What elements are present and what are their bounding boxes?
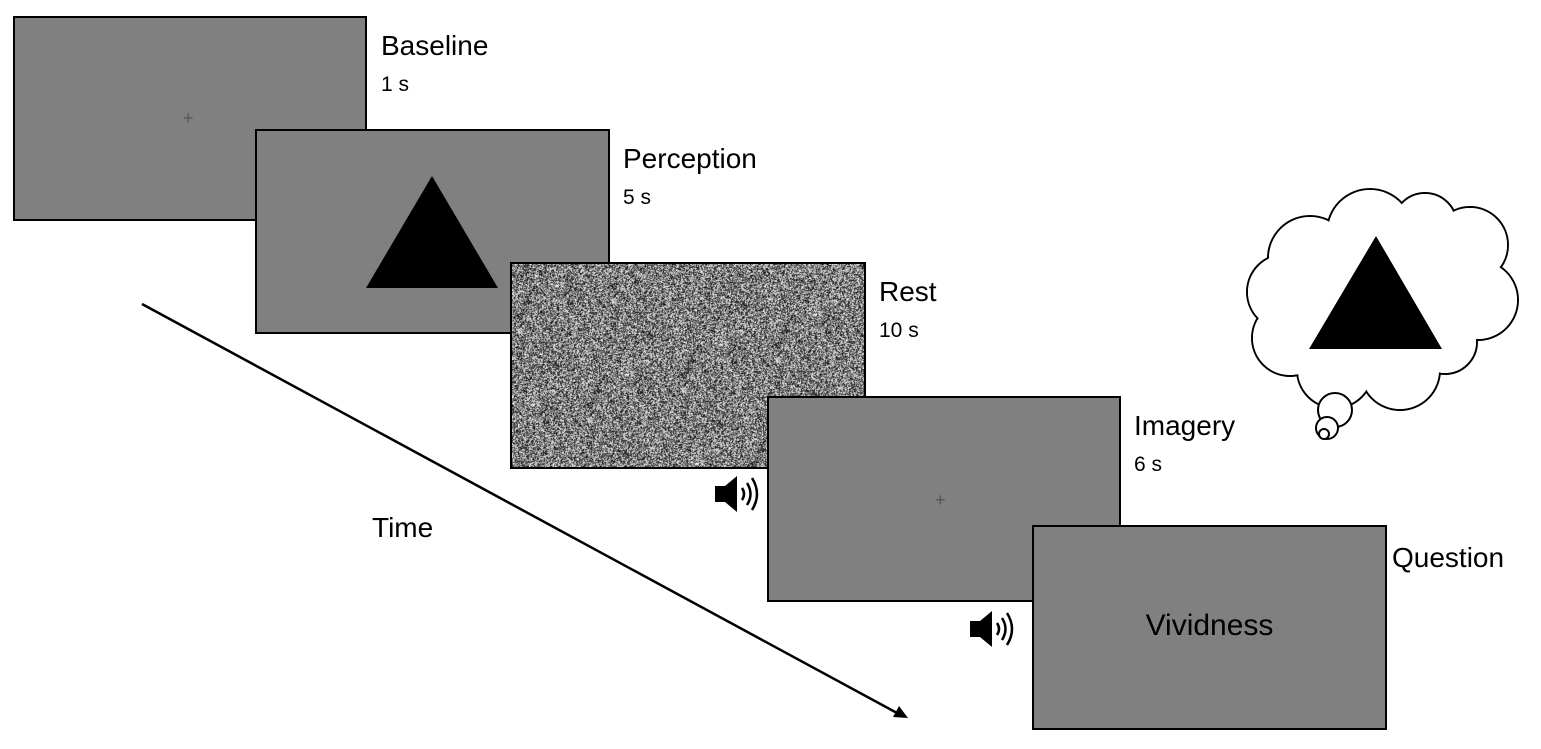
- question-screen: Vividness: [1032, 525, 1387, 730]
- speaker-icon: [970, 611, 1014, 647]
- baseline-label: Baseline: [381, 30, 489, 61]
- triangle-stimulus-icon: [1309, 236, 1442, 349]
- baseline-duration: 1 s: [381, 73, 410, 96]
- question-label: Question: [1392, 542, 1505, 573]
- fixation-cross: +: [183, 108, 194, 128]
- speaker-icon: [715, 476, 759, 512]
- fixation-cross: +: [935, 490, 946, 510]
- fixation-cross: +: [683, 359, 694, 379]
- perception-duration: 5 s: [623, 186, 652, 209]
- rest-label: Rest: [879, 276, 937, 307]
- perception-label: Perception: [623, 143, 757, 174]
- imagery-label: Imagery: [1134, 410, 1236, 441]
- time-label: Time: [372, 512, 434, 543]
- rest-duration: 10 s: [879, 319, 919, 342]
- triangle-stimulus-icon: [366, 176, 498, 288]
- imagery-duration: 6 s: [1134, 453, 1163, 476]
- vividness-prompt: Vividness: [1145, 609, 1274, 642]
